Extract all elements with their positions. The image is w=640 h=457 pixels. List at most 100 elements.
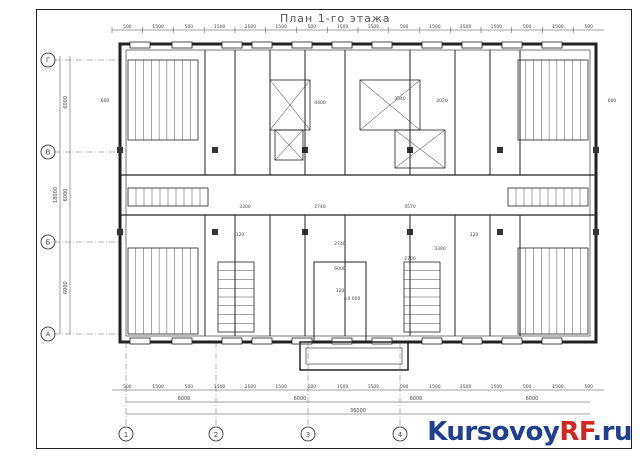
- window-bottom-6: [371, 337, 393, 345]
- overall-length-label: 36000: [350, 408, 366, 414]
- axis-bubble-horizontal: [40, 52, 56, 68]
- left-dim-label: 6000: [63, 189, 69, 202]
- entrance-porch: [299, 341, 409, 371]
- misc-label: 120: [236, 232, 245, 238]
- window-top-8: [461, 41, 483, 49]
- axis-bubble-horizontal: [40, 234, 56, 250]
- stair-bottom-right: [517, 247, 589, 335]
- stair-mid-right: [507, 187, 589, 207]
- window-top-6: [371, 41, 393, 49]
- overall-width-label: 18000: [53, 187, 59, 203]
- window-bottom-8: [461, 337, 483, 345]
- column-0: [117, 147, 123, 153]
- bottom-dim-label: 500: [584, 384, 593, 390]
- window-bottom-7: [421, 337, 443, 345]
- axis-label-vertical: 2: [214, 431, 218, 439]
- column-4: [212, 147, 218, 153]
- room-dim-label: 3540: [394, 96, 406, 102]
- axis-bubble-horizontal: [40, 144, 56, 160]
- room-dim-label: 2740: [334, 241, 346, 247]
- axis-bubble-vertical: [208, 426, 224, 442]
- top-dim-label: 1500: [552, 24, 564, 30]
- column-5: [212, 229, 218, 235]
- axis-label-horizontal: В: [46, 149, 51, 157]
- bottom-axis-dim-label: 6000: [526, 396, 539, 402]
- top-dim-label: 500: [584, 24, 593, 30]
- bottom-dim-label: 1500: [275, 384, 287, 390]
- drawing-frame: [36, 9, 632, 449]
- misc-label: 120: [470, 232, 479, 238]
- top-dim-label: 1500: [275, 24, 287, 30]
- window-bottom-9: [501, 337, 523, 345]
- room-dim-label: 4400: [314, 100, 326, 106]
- entrance-step: [305, 347, 403, 365]
- room-dim-label: 2020: [436, 98, 448, 104]
- shaft-diagonal-b: [274, 129, 304, 161]
- shaft-diagonal-b: [394, 129, 446, 169]
- column-1: [117, 229, 123, 235]
- bottom-dim-label: 1500: [368, 384, 380, 390]
- bottom-axis-dim-label: 6000: [178, 396, 191, 402]
- hatched-shaft-3: [274, 129, 304, 161]
- hatched-shaft-0: [269, 79, 311, 131]
- top-dim-label: 1500: [214, 24, 226, 30]
- window-top-10: [541, 41, 563, 49]
- bottom-dim-label: 1500: [429, 384, 441, 390]
- bottom-dim-label: 1500: [152, 384, 164, 390]
- bottom-dim-label: 1500: [552, 384, 564, 390]
- window-top-2: [221, 41, 243, 49]
- axis-label-horizontal: Г: [46, 57, 50, 65]
- hatched-shaft-2: [394, 129, 446, 169]
- room-dim-label: 4570: [404, 204, 416, 210]
- bottom-dim-label: 500: [123, 384, 132, 390]
- left-dim-label: 6000: [63, 281, 69, 294]
- axis-bubble-vertical: [118, 426, 134, 442]
- inner-wall-face: [125, 49, 591, 337]
- top-dim-label: 1500: [429, 24, 441, 30]
- top-dim-label: 1500: [491, 24, 503, 30]
- top-dim-label: 1500: [368, 24, 380, 30]
- axis-label-vertical: 1: [124, 431, 128, 439]
- misc-label: 600: [101, 98, 110, 104]
- window-bottom-1: [171, 337, 193, 345]
- top-dim-label: 2500: [460, 24, 472, 30]
- bottom-dim-label: 500: [400, 384, 409, 390]
- bottom-dim-label: 2500: [460, 384, 472, 390]
- axis-label-vertical: 4: [398, 431, 403, 439]
- axis-label-vertical: 3: [306, 431, 310, 439]
- stair-bottom-right-outline: [517, 247, 589, 335]
- bottom-dim-label: 2500: [245, 384, 257, 390]
- axis-label-horizontal: А: [46, 331, 51, 339]
- top-dim-label: 500: [123, 24, 132, 30]
- window-bottom-5: [331, 337, 353, 345]
- column-2: [593, 147, 599, 153]
- bench-block-2: [403, 261, 441, 333]
- window-bottom-0: [129, 337, 151, 345]
- bench-block-1: [217, 261, 255, 333]
- room-dim-label: 3300: [239, 204, 251, 210]
- top-dim-label: 500: [308, 24, 317, 30]
- stairs: [127, 59, 589, 335]
- column-3: [593, 229, 599, 235]
- shaft-diagonal-b: [269, 79, 311, 131]
- stair-bottom-left: [127, 247, 199, 335]
- stair-top-left: [127, 59, 199, 141]
- watermark-suffix: .ru: [592, 417, 632, 447]
- window-top-4: [291, 41, 313, 49]
- window-bottom-3: [251, 337, 273, 345]
- window-top-1: [171, 41, 193, 49]
- window-top-5: [331, 41, 353, 49]
- misc-label: 120: [336, 288, 345, 294]
- window-bottom-10: [541, 337, 563, 345]
- walls: [117, 41, 599, 371]
- bottom-dim-label: 1500: [214, 384, 226, 390]
- stair-mid-left: [127, 187, 209, 207]
- window-top-7: [421, 41, 443, 49]
- dimension-lines: 500 1500 500 1500 2500 1500 500 1500 1500 500 1500…: [53, 24, 616, 415]
- room-dim-label: 6000: [334, 266, 346, 272]
- drawing-title: План 1-го этажа: [280, 12, 391, 25]
- watermark-logo: KursovoyRF.ru: [427, 417, 632, 451]
- watermark-accent: RF: [559, 417, 593, 447]
